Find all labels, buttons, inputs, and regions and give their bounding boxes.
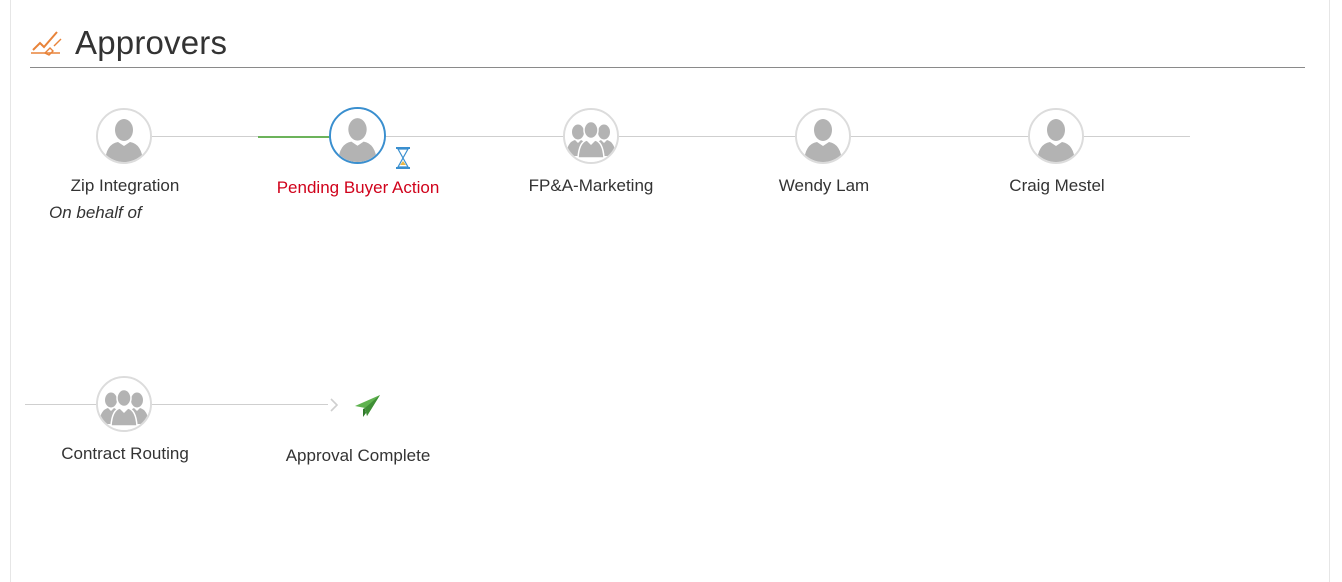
connector-line [848,136,1031,137]
paper-plane-icon [354,393,382,419]
connector-line [615,136,797,137]
group-icon [565,110,617,162]
step-label: Wendy Lam [778,176,870,195]
step-label: FP&A-Marketing [528,176,654,195]
step-label-pending: Pending Buyer Action [276,178,440,197]
approval-check-icon [30,28,64,58]
approver-avatar-craig-mestel[interactable] [1028,108,1084,164]
approver-avatar-fpa-marketing[interactable] [563,108,619,164]
approver-avatar-pending-buyer-action[interactable] [329,107,386,164]
approvers-panel [10,0,1330,582]
person-icon [1030,110,1082,162]
connector-line [385,136,565,137]
connector-line [1080,136,1190,137]
section-header: Approvers [30,18,1305,68]
person-icon [98,110,150,162]
approver-avatar-zip-integration[interactable] [96,108,152,164]
connector-line [25,404,98,405]
group-icon [98,378,150,430]
person-icon [797,110,849,162]
approver-avatar-wendy-lam[interactable] [795,108,851,164]
step-label: Zip Integration [70,176,180,195]
step-label: Contract Routing [61,444,189,463]
hourglass-icon [394,146,412,170]
connector-line [148,404,328,405]
chevron-right-icon [328,397,340,413]
step-label: Approval Complete [285,446,431,465]
step-label: Craig Mestel [1009,176,1105,195]
on-behalf-of-label: On behalf of [49,203,142,222]
person-icon [331,109,384,162]
section-title: Approvers [75,24,228,61]
connector-line [148,136,258,137]
connector-line-completed [258,136,332,138]
approver-avatar-contract-routing[interactable] [96,376,152,432]
